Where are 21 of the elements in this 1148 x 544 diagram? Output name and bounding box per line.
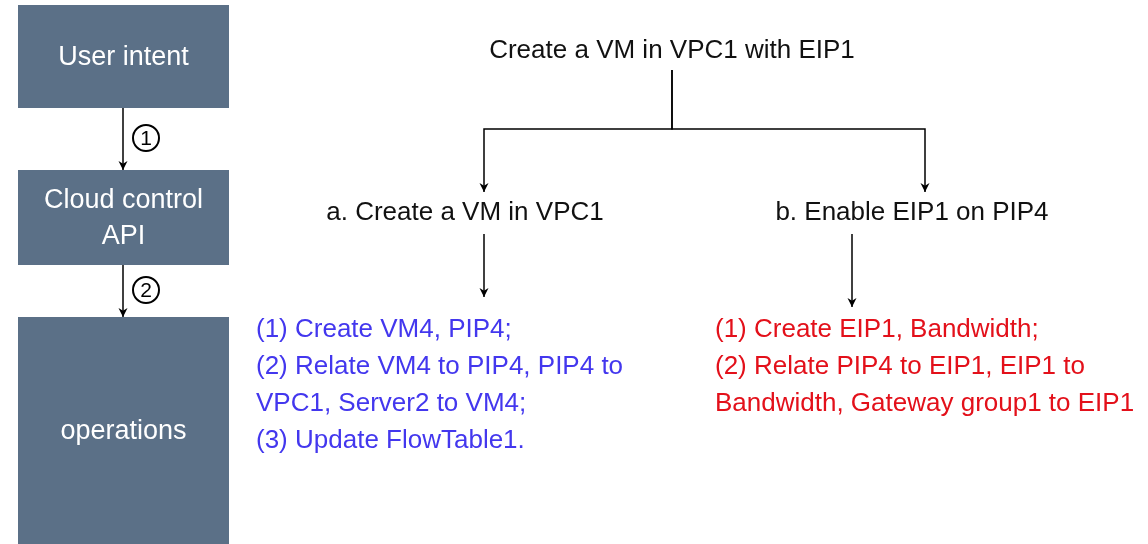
operation-step: (3) Update FlowTable1. — [256, 421, 696, 458]
box-label: Cloud control API — [42, 183, 205, 252]
step-number: 1 — [132, 124, 160, 152]
step-number: 2 — [132, 276, 160, 304]
task-text: Create a VM in VPC1 with EIP1 — [488, 34, 856, 65]
arrow — [671, 69, 930, 193]
operation-step: (2) Relate PIP4 to EIP1, EIP1 to Bandwidth, Gateway group1 to EIP1 — [715, 347, 1135, 421]
arrow — [847, 233, 857, 308]
process-box — [18, 170, 229, 265]
box-label: User intent — [58, 39, 189, 73]
arrow — [118, 107, 128, 171]
process-box — [18, 317, 229, 544]
operation-step: (1) Create EIP1, Bandwidth; — [715, 310, 1135, 347]
subtask-text: a. Create a VM in VPC1 — [325, 196, 605, 227]
arrow — [118, 264, 128, 318]
process-box — [18, 5, 229, 108]
subtask-text: b. Enable EIP1 on PIP4 — [774, 196, 1050, 227]
arrow — [479, 233, 489, 298]
box-label: operations — [60, 413, 187, 447]
operation-step: (1) Create VM4, PIP4; — [256, 310, 696, 347]
operation-step: (2) Relate VM4 to PIP4, PIP4 to VPC1, Server2 to VM4; — [256, 347, 696, 421]
